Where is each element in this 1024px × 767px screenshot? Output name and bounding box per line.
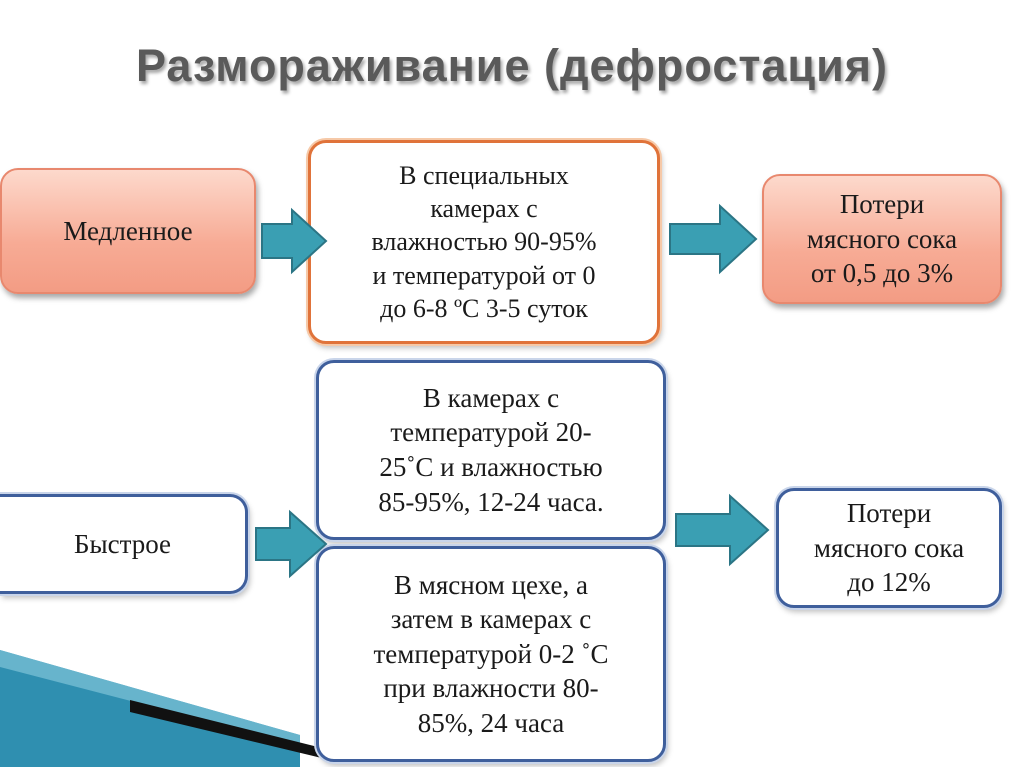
slow-result-text: Потери мясного сока от 0,5 до 3%: [806, 189, 958, 289]
arrow-slow-to-result: [669, 203, 758, 275]
fast-label-box: Быстрое: [0, 494, 248, 594]
slow-method-box: В специальных камерах с влажностью 90-95…: [308, 140, 660, 344]
slide-title: Размораживание (дефростация): [136, 40, 888, 91]
fast-method2-text: В мясном цехе, а затем в камерах с темпе…: [373, 569, 609, 738]
slow-result-box: Потери мясного сока от 0,5 до 3%: [762, 174, 1002, 304]
fast-method1-box: В камерах с температурой 20- 25˚С и влаж…: [316, 360, 666, 540]
arrow-fast-to-result: [675, 493, 770, 567]
corner-stripe-light: [0, 650, 300, 745]
arrow-fast-to-methods: [255, 509, 328, 579]
fast-result-text: Потери мясного сока до 12%: [813, 498, 965, 598]
corner-stripe-dark: [130, 700, 330, 760]
fast-method1-text: В камерах с температурой 20- 25˚С и влаж…: [378, 382, 604, 517]
fast-result-box: Потери мясного сока до 12%: [776, 488, 1002, 608]
slow-label: Медленное: [63, 215, 193, 246]
fast-method2-box: В мясном цехе, а затем в камерах с темпе…: [316, 546, 666, 762]
fast-label: Быстрое: [73, 528, 172, 559]
slow-label-box: Медленное: [0, 168, 256, 294]
arrow-slow-to-method: [261, 207, 328, 275]
slow-method-text: В специальных камерах с влажностью 90-95…: [371, 160, 597, 323]
